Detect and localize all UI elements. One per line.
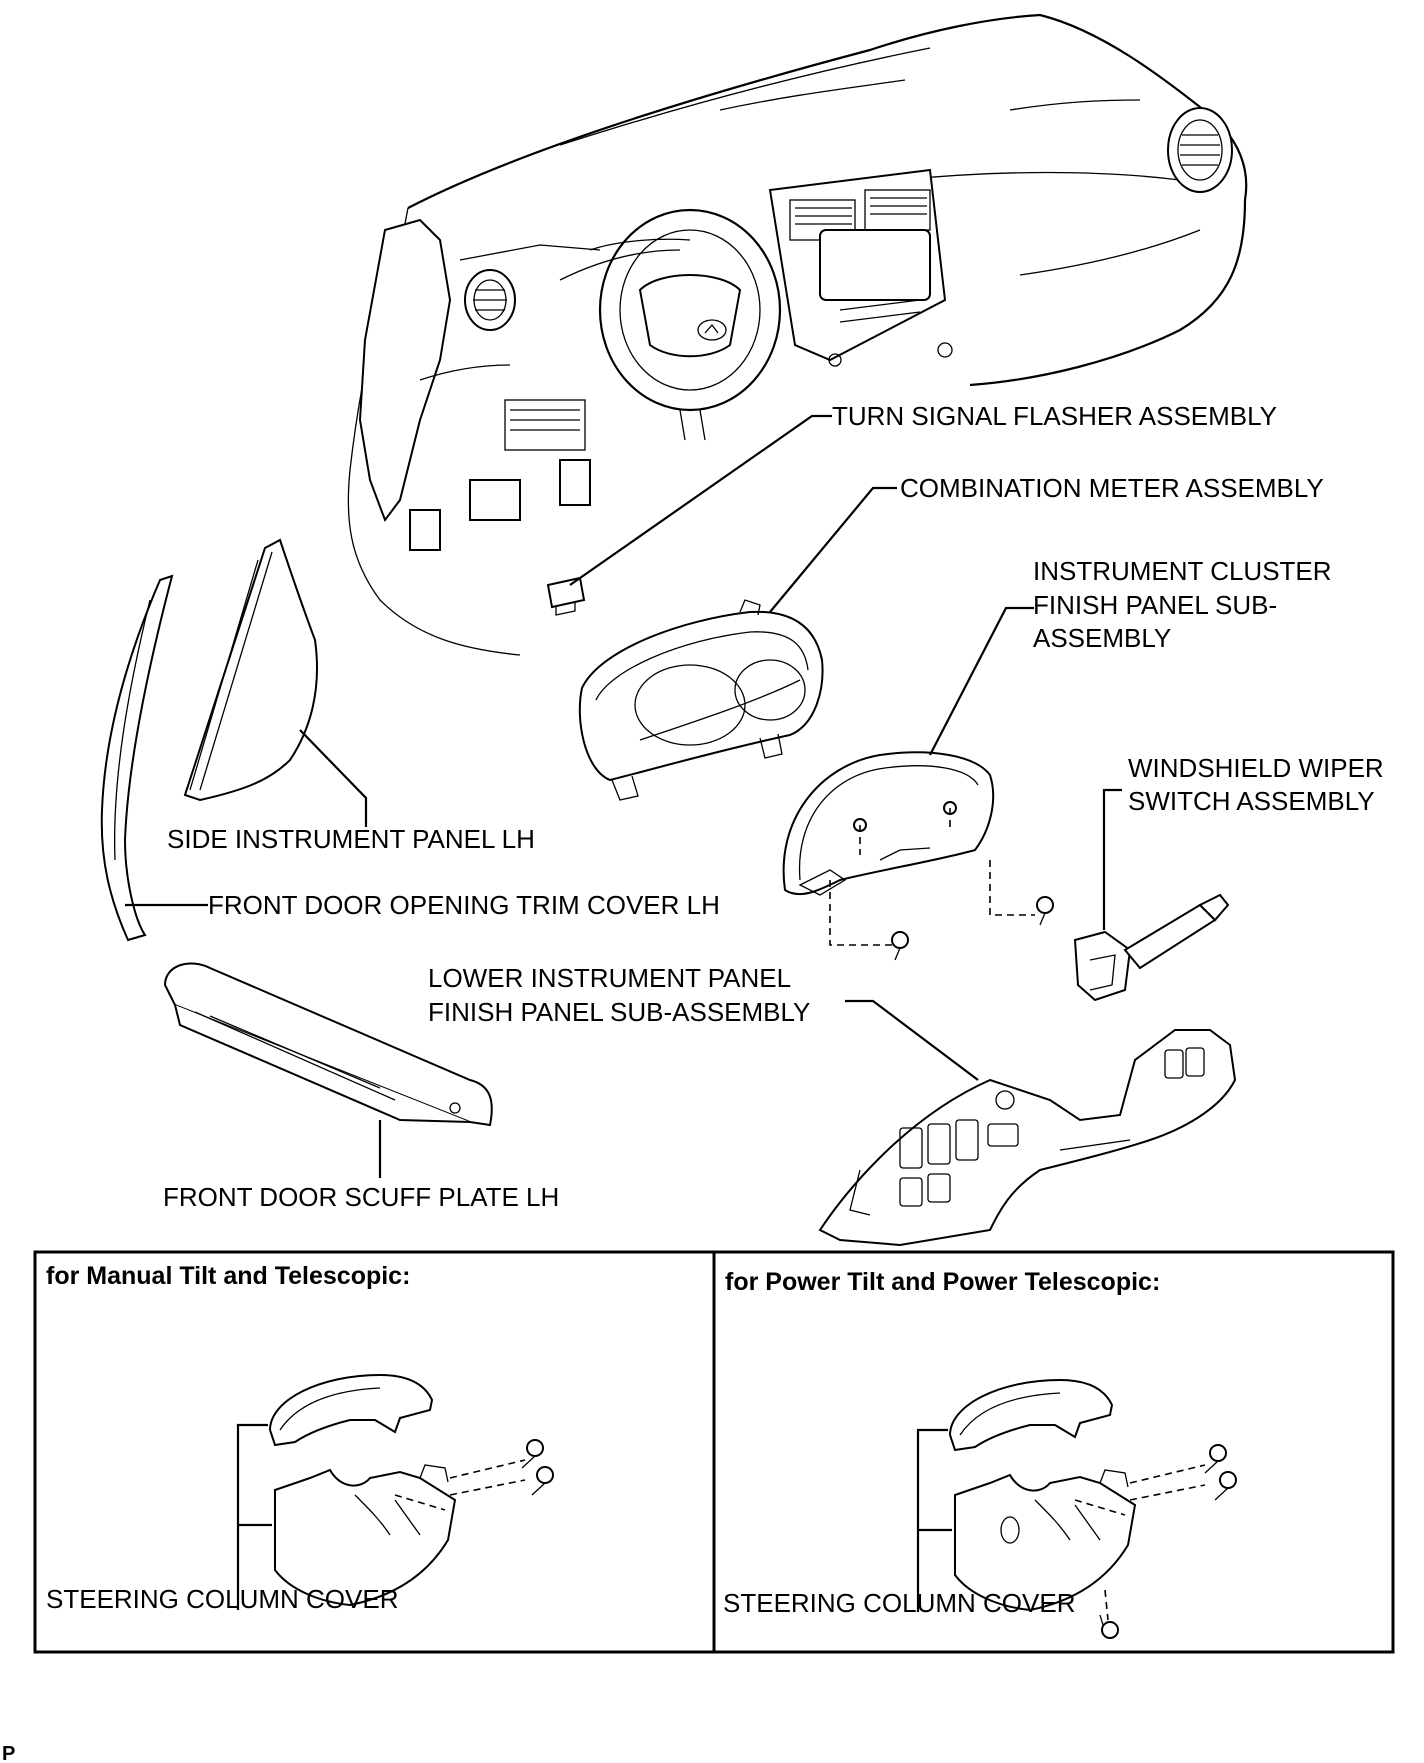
label-scuff-plate: FRONT DOOR SCUFF PLATE LH [163,1182,559,1212]
footer-mark: P [2,1743,15,1763]
label-cluster-finish-2: FINISH PANEL SUB- [1033,590,1277,620]
lower-instrument-panel-part [818,1029,1237,1247]
turn-signal-flasher-part [546,576,586,616]
manual-tilt-box: for Manual Tilt and Telescopic: STEERING… [46,1262,554,1614]
combination-meter-part [578,599,824,801]
manual-steering-column-cover-label: STEERING COLUMN COVER [46,1584,399,1614]
instrument-cluster-finish-panel-part [782,751,1054,961]
label-wiper-1: WINDSHIELD WIPER [1128,753,1384,783]
variant-boxes: for Manual Tilt and Telescopic: STEERING… [33,1250,1395,1654]
label-combination-meter: COMBINATION METER ASSEMBLY [900,473,1324,503]
part-labels: TURN SIGNAL FLASHER ASSEMBLY COMBINATION… [163,401,1384,1212]
label-cluster-finish-3: ASSEMBLY [1033,623,1171,653]
power-steering-column-cover-label: STEERING COLUMN COVER [723,1588,1076,1618]
power-box-header: for Power Tilt and Power Telescopic: [725,1268,1160,1296]
manual-box-header: for Manual Tilt and Telescopic: [46,1262,410,1290]
windshield-wiper-switch-part [1073,893,1230,1002]
label-lower-panel-2: FINISH PANEL SUB-ASSEMBLY [428,997,810,1027]
label-wiper-2: SWITCH ASSEMBLY [1128,786,1375,816]
power-tilt-box: for Power Tilt and Power Telescopic: STE… [723,1268,1237,1639]
label-turn-signal: TURN SIGNAL FLASHER ASSEMBLY [832,401,1277,431]
label-side-panel: SIDE INSTRUMENT PANEL LH [167,824,535,854]
label-lower-panel-1: LOWER INSTRUMENT PANEL [428,963,791,993]
label-door-trim: FRONT DOOR OPENING TRIM COVER LH [208,890,720,920]
dashboard-illustration [347,13,1248,656]
leader-lines [125,414,1122,1178]
side-instrument-panel-part [183,538,318,802]
label-cluster-finish-1: INSTRUMENT CLUSTER [1033,556,1332,586]
door-opening-trim-part [100,574,174,942]
scuff-plate-part [163,962,493,1127]
